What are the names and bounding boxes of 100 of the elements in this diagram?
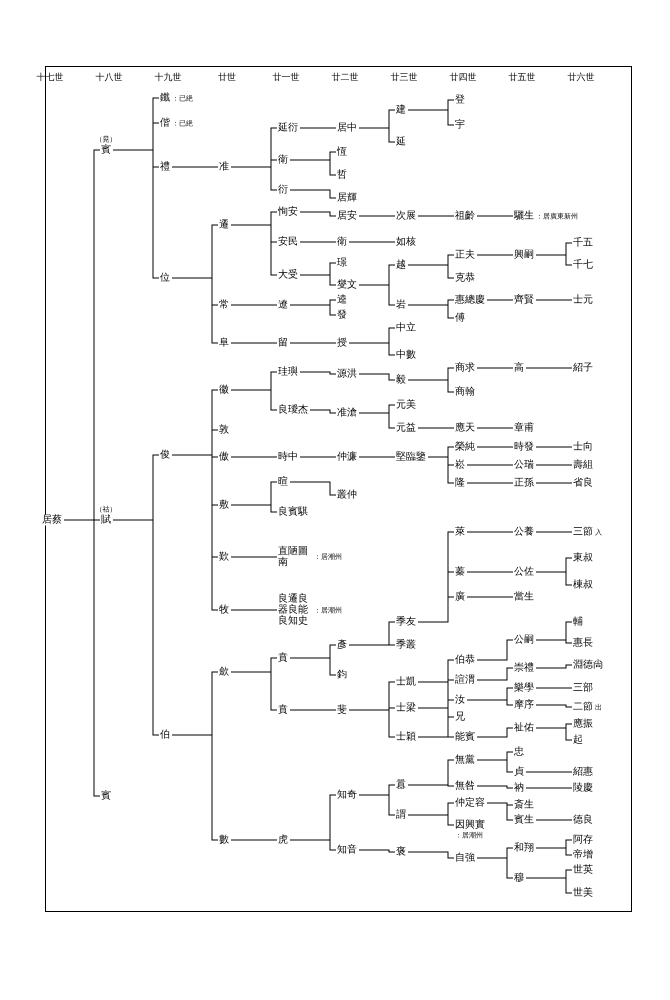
name-text: 牧 [219,604,229,616]
name-text: 仲濂 [337,452,357,462]
name-text: 遼 [278,300,288,310]
name-text: 兄 [455,712,465,722]
tree-line [486,802,514,820]
name-text: 自強 [455,852,475,864]
generation-header: 廿三世 [390,72,418,85]
tree-line [536,464,572,466]
generation-header: 廿世 [218,72,236,85]
name-text: 伯 [160,730,170,740]
name-text: 士穎 [396,732,416,742]
name-text: 准滄 [337,408,357,418]
name-text: 忠 [514,746,524,758]
tree-line [290,190,336,198]
name-text: 知音 [337,844,357,856]
name-text: 季友 [396,616,416,628]
tree-line [536,664,572,668]
name-text: 毅 [396,374,406,386]
name-text: 公嗣 [514,634,534,646]
name-text: 歎 [219,552,229,562]
name-text: 元益 [396,422,416,434]
name-text: 敦 [219,424,229,436]
name-text: 帝增 [573,850,593,860]
name-text: 傲 [219,452,229,462]
name-text: 知奇 [337,790,357,800]
tree-line [172,734,218,840]
tree-line [408,380,454,392]
tree-line [536,482,572,484]
name-text: 璟 [337,258,347,268]
generation-header: 十七世 [36,72,64,85]
name-text: 授 [337,338,347,348]
tree-line [64,520,100,796]
name-text: 哲 [337,170,347,180]
generation-header: 廿五世 [508,72,536,85]
tree-line [112,520,160,736]
name-text: 賦 [101,514,111,526]
tree-line [290,840,336,850]
name-text: 叢仲 [337,490,357,500]
name-text: 衛 [278,154,288,166]
name-text: 常 [219,300,229,310]
tree-line [408,264,454,278]
name-text: 公養 [514,526,534,538]
name-text: 恆 [337,146,347,158]
name-text: 諠渭 [455,674,475,686]
name-text: 准 [219,162,229,172]
name-text: 千五 [573,238,593,248]
tree-line [172,166,218,168]
tree-line [536,728,572,740]
name-text: 虎 [278,834,288,846]
name-text: 次展 [396,210,416,222]
tree-line [300,456,336,458]
name-text: 阿存 [573,834,593,846]
tree-line [536,254,572,266]
tree-line [230,456,278,458]
name-text: 和翔 [514,842,534,854]
name-text: 歛 [219,666,229,678]
name-text: 壽組 [573,460,593,470]
name-text: 賓 [101,144,111,156]
name-text: 斐 [337,704,347,716]
tree-line [290,160,336,176]
name-text: 應振 [573,718,593,730]
tree-line [358,456,396,458]
tree-line [408,852,454,858]
tree-line [290,658,336,676]
name-text: 傅 [455,312,465,324]
name-text: 中數 [396,350,416,360]
name-text: 淵德尙 [573,660,603,670]
name-text: 紹惠 [573,766,593,778]
tree-line [466,482,514,484]
tree-line [358,850,396,852]
name-text: 如核 [396,236,416,248]
tree-line [476,254,514,256]
generation-header: 十八世 [96,72,122,85]
tree-line [310,410,336,414]
name-text: 廣 [455,592,465,602]
name-text: 三部 [573,682,593,694]
name-text: 偕 [160,118,170,128]
name-text: 鈞 [337,670,347,680]
tree-line [358,284,396,306]
tree-line [476,760,514,772]
name-text: 數 [219,834,229,846]
name-text: 衍 [278,184,288,196]
tree-line [408,784,454,786]
tree-line [348,644,396,646]
tree-line [536,640,572,644]
name-text: 留 [278,338,288,348]
name-text: 時中 [278,452,298,462]
name-text: 貞 [514,766,524,778]
tree-line [230,304,278,306]
name-text: 摩序 [514,700,534,710]
tree-line [300,274,336,286]
name-text: 季叢 [396,640,416,650]
tree-line [348,710,396,738]
name-text: 居蔡 [42,514,62,526]
name-text: 崧 [455,460,465,470]
name-text: 燮文 [337,280,357,290]
name-text: 遷 [219,220,229,230]
generation-header: 廿一世 [272,72,300,85]
name-text: 榮純 [455,442,475,452]
name-text: 興嗣 [514,250,534,260]
